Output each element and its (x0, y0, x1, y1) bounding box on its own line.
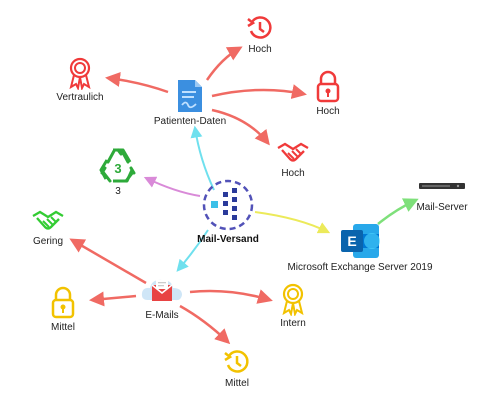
exchange-letter: E (347, 233, 356, 249)
node-gering[interactable]: Gering (28, 208, 68, 247)
edge-patient-hoch-confidentiality (211, 84, 307, 99)
edge-emails-mittel-confidentiality (89, 291, 137, 307)
service-hub-icon (202, 179, 254, 231)
availability-medium-icon (224, 350, 249, 373)
exchange-logo-icon: E (341, 224, 380, 258)
node-recycle-category[interactable]: 3 3 (97, 146, 139, 197)
mail-cloud-icon (141, 279, 182, 301)
node-intern[interactable]: Intern (276, 282, 310, 329)
lock-icon (51, 286, 75, 319)
node-label: Mail-Versand (197, 234, 259, 245)
node-mittel-availability[interactable]: Mittel (218, 348, 256, 389)
node-hoch-confidentiality[interactable]: Hoch (311, 70, 345, 117)
node-label: E-Mails (145, 310, 179, 321)
handshake-icon (32, 210, 64, 230)
node-label: Microsoft Exchange Server 2019 (287, 262, 433, 273)
award-ribbon-icon (69, 57, 91, 90)
node-label: Vertraulich (56, 92, 104, 103)
node-mail-server[interactable]: Mail-Server (414, 182, 470, 213)
edge-emails-intern (189, 289, 273, 304)
node-label: Intern (280, 318, 306, 329)
node-label: Hoch (248, 44, 272, 55)
node-label: Hoch (316, 106, 340, 117)
recycle-icon: 3 (99, 148, 136, 183)
node-label: Hoch (281, 168, 305, 179)
node-e-mails[interactable]: E-Mails (134, 274, 190, 321)
handshake-icon (277, 142, 309, 162)
lock-icon (316, 70, 340, 103)
edge-center-exchange (254, 211, 331, 234)
node-label: Mail-Server (416, 202, 468, 213)
node-label: Mittel (225, 378, 249, 389)
node-label: Gering (32, 236, 63, 247)
node-hoch-integrity[interactable]: Hoch (274, 140, 312, 179)
award-ribbon-icon (282, 283, 304, 316)
node-label: 3 (115, 186, 121, 197)
node-mittel-confidentiality[interactable]: Mittel (46, 286, 80, 333)
edge-exchange-mailserver (377, 198, 419, 225)
recycle-number: 3 (114, 161, 121, 176)
edge-center-patient (190, 125, 215, 191)
edge-emails-gering (69, 238, 147, 285)
availability-high-icon (247, 16, 272, 39)
document-icon (178, 80, 202, 112)
node-mail-versand[interactable]: Mail-Versand (193, 178, 263, 245)
node-patienten-daten[interactable]: Patienten-Daten (150, 78, 230, 127)
node-label: Mittel (51, 322, 75, 333)
edge-patient-hoch-integrity (211, 108, 270, 146)
node-hoch-availability[interactable]: Hoch (243, 14, 277, 55)
node-vertraulich[interactable]: Vertraulich (55, 56, 105, 103)
node-exchange-server[interactable]: E Microsoft Exchange Server 2019 (285, 222, 435, 273)
edge-emails-mittel-availability (179, 304, 231, 345)
edge-patient-vertraulich (105, 72, 169, 94)
edge-center-recycle (143, 176, 201, 197)
edge-patient-hoch-availability (205, 46, 243, 81)
server-rack-icon (419, 183, 465, 189)
node-label: Patienten-Daten (153, 116, 227, 127)
edge-center-emails (176, 229, 209, 272)
